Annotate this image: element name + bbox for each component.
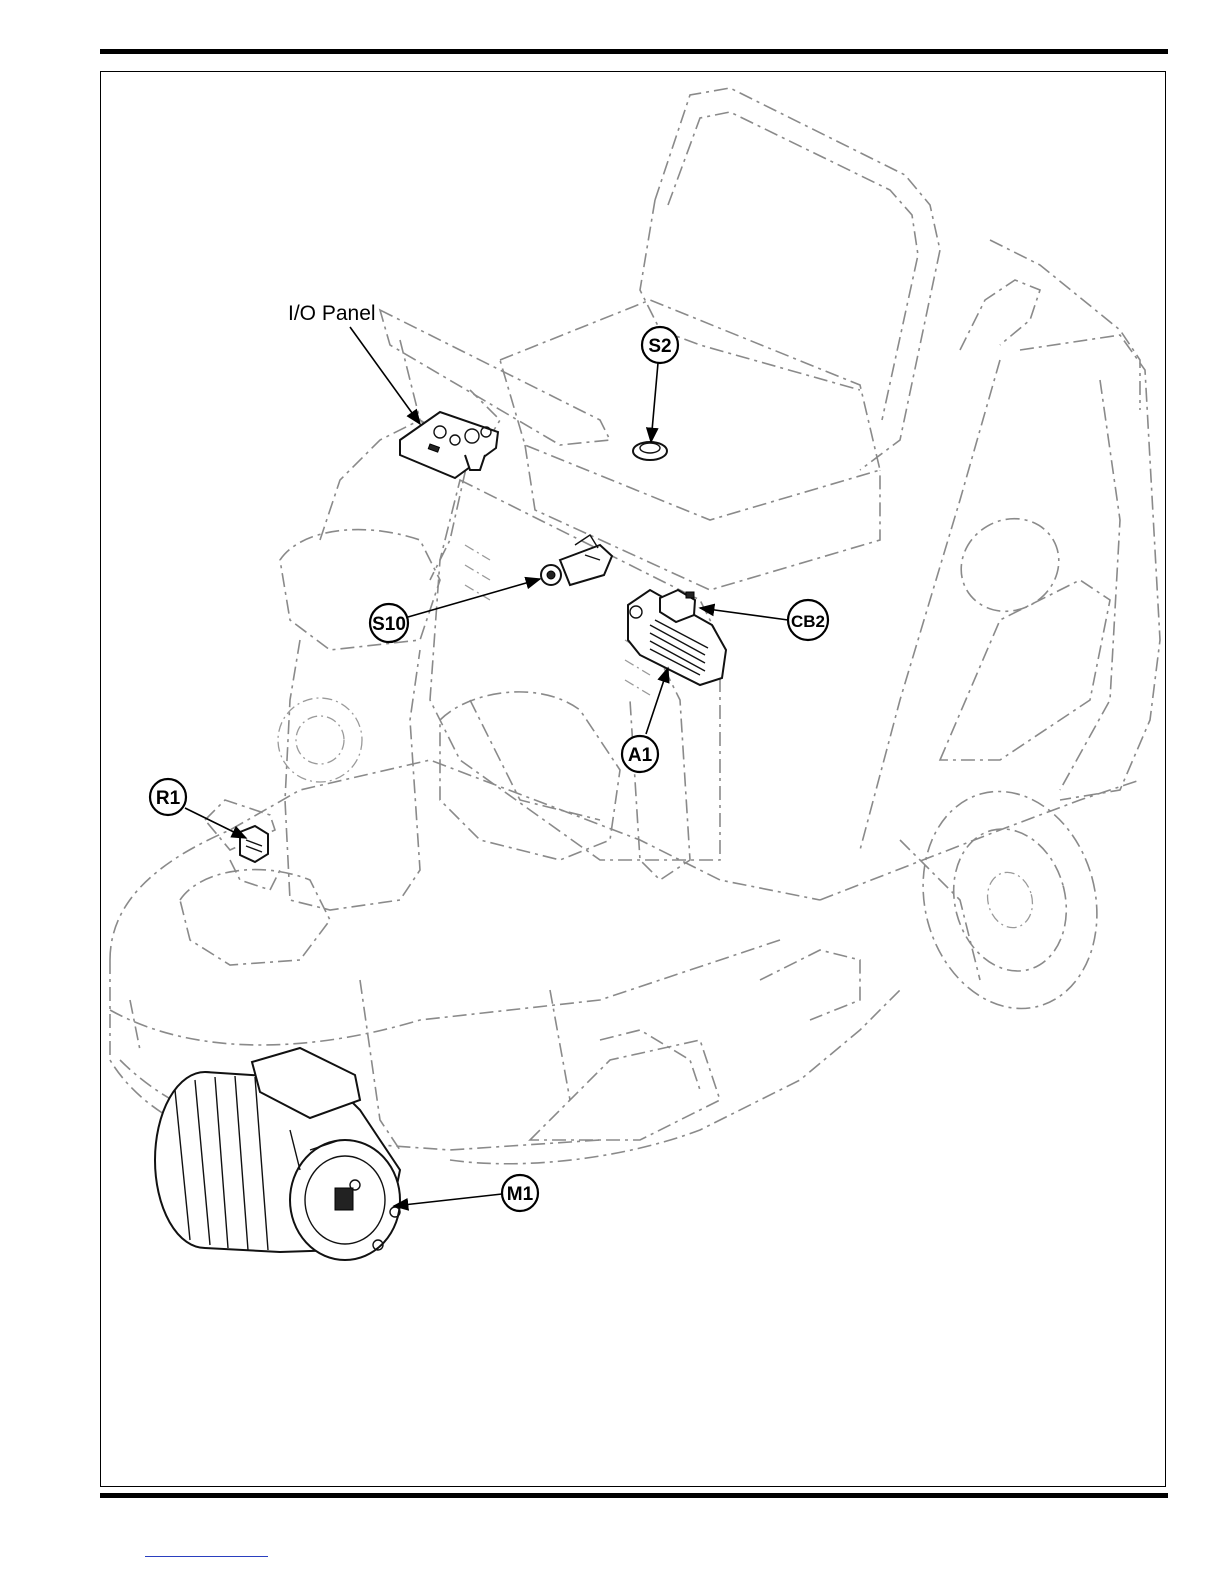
m1-drive-motor bbox=[155, 1048, 400, 1260]
callout-cb2: CB2 bbox=[788, 600, 828, 640]
footer-rule bbox=[100, 1493, 1168, 1498]
callout-m1: M1 bbox=[502, 1175, 538, 1211]
a1-label: A1 bbox=[628, 745, 653, 766]
r1-relay bbox=[240, 826, 268, 862]
callout-s2: S2 bbox=[642, 327, 678, 363]
s10-label: S10 bbox=[372, 614, 406, 635]
io-panel-component bbox=[400, 412, 498, 478]
cb2-label: CB2 bbox=[791, 612, 825, 631]
r1-label: R1 bbox=[156, 788, 181, 809]
callout-io-panel: I/O Panel bbox=[288, 302, 376, 325]
m1-label: M1 bbox=[507, 1184, 534, 1205]
s2-seat-switch bbox=[633, 442, 667, 460]
io-panel-label: I/O Panel bbox=[288, 302, 376, 325]
callout-s10: S10 bbox=[370, 604, 408, 642]
s10-switch bbox=[541, 535, 612, 585]
callout-r1: R1 bbox=[150, 779, 186, 815]
callout-a1: A1 bbox=[622, 736, 658, 772]
footer-link-underline[interactable] bbox=[145, 1556, 268, 1557]
s2-label: S2 bbox=[648, 336, 671, 357]
